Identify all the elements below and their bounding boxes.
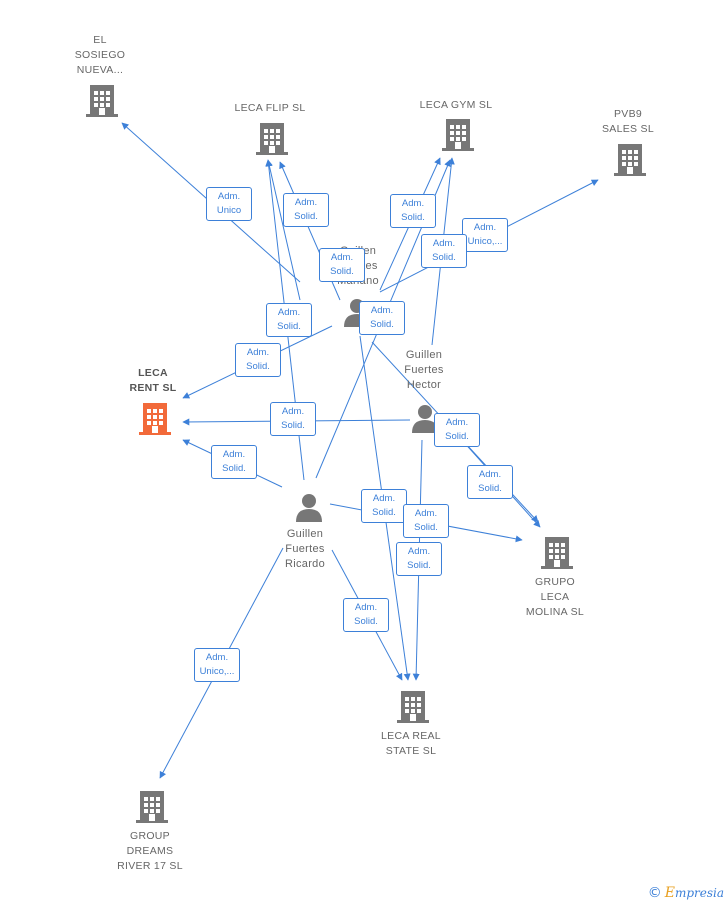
relationship-edge [265, 159, 301, 301]
edge-label[interactable]: Adm. Solid. [235, 343, 281, 377]
company-icon-molina[interactable] [541, 536, 573, 575]
company-label-dreams[interactable]: GROUP DREAMS RIVER 17 SL [117, 830, 183, 872]
edge-label[interactable]: Adm. Unico,... [194, 648, 240, 682]
edge-label[interactable]: Adm. Solid. [266, 303, 312, 337]
company-icon-pvb9[interactable] [614, 143, 646, 182]
company-label-realstate[interactable]: LECA REAL STATE SL [381, 730, 441, 757]
building-icon [541, 537, 573, 569]
empresia-logo: ©Empresia [647, 885, 724, 901]
edge-label[interactable]: Adm. Solid. [361, 489, 407, 523]
edge-label[interactable]: Adm. Solid. [403, 504, 449, 538]
edge-label[interactable]: Adm. Unico [206, 187, 252, 221]
edge-label[interactable]: Adm. Solid. [421, 234, 467, 268]
building-icon [86, 85, 118, 117]
person-icon [296, 494, 322, 522]
edge-label[interactable]: Adm. Solid. [390, 194, 436, 228]
company-label-molina[interactable]: GRUPO LECA MOLINA SL [525, 576, 585, 618]
company-icon-realstate[interactable] [397, 690, 429, 729]
company-icon-gym[interactable] [442, 118, 474, 157]
person-icon-hector[interactable] [410, 403, 440, 438]
person-label-ricardo[interactable]: Guillen Fuertes Ricardo [284, 528, 325, 570]
edge-label[interactable]: Adm. Solid. [396, 542, 442, 576]
edge-label[interactable]: Adm. Solid. [467, 465, 513, 499]
edge-label[interactable]: Adm. Solid. [283, 193, 329, 227]
building-icon [139, 403, 171, 435]
edge-label[interactable]: Adm. Solid. [343, 598, 389, 632]
edge-label[interactable]: Adm. Solid. [359, 301, 405, 335]
edge-label[interactable]: Adm. Solid. [211, 445, 257, 479]
edge-label[interactable]: Adm. Solid. [434, 413, 480, 447]
company-label-flip[interactable]: LECA FLIP SL [234, 102, 306, 114]
company-label-rent[interactable]: LECA RENT SL [129, 367, 177, 394]
person-icon [412, 405, 438, 433]
building-icon [397, 691, 429, 723]
company-icon-dreams[interactable] [136, 790, 168, 829]
building-icon [136, 791, 168, 823]
edge-label[interactable]: Adm. Solid. [270, 402, 316, 436]
company-label-pvb9[interactable]: PVB9 SALES SL [601, 108, 654, 135]
company-label-gym[interactable]: LECA GYM SL [419, 99, 493, 111]
person-label-hector[interactable]: Guillen Fuertes Hector [404, 349, 444, 391]
building-icon [614, 144, 646, 176]
edge-label[interactable]: Adm. Unico,... [462, 218, 508, 252]
company-icon-sosiego[interactable] [86, 84, 118, 123]
company-icon-rent[interactable] [139, 402, 171, 441]
edge-label[interactable]: Adm. Solid. [319, 248, 365, 282]
building-icon [256, 123, 288, 155]
company-icon-flip[interactable] [256, 122, 288, 161]
person-icon-ricardo[interactable] [294, 492, 324, 527]
company-label-sosiego[interactable]: EL SOSIEGO NUEVA... [74, 34, 126, 76]
building-icon [442, 119, 474, 151]
